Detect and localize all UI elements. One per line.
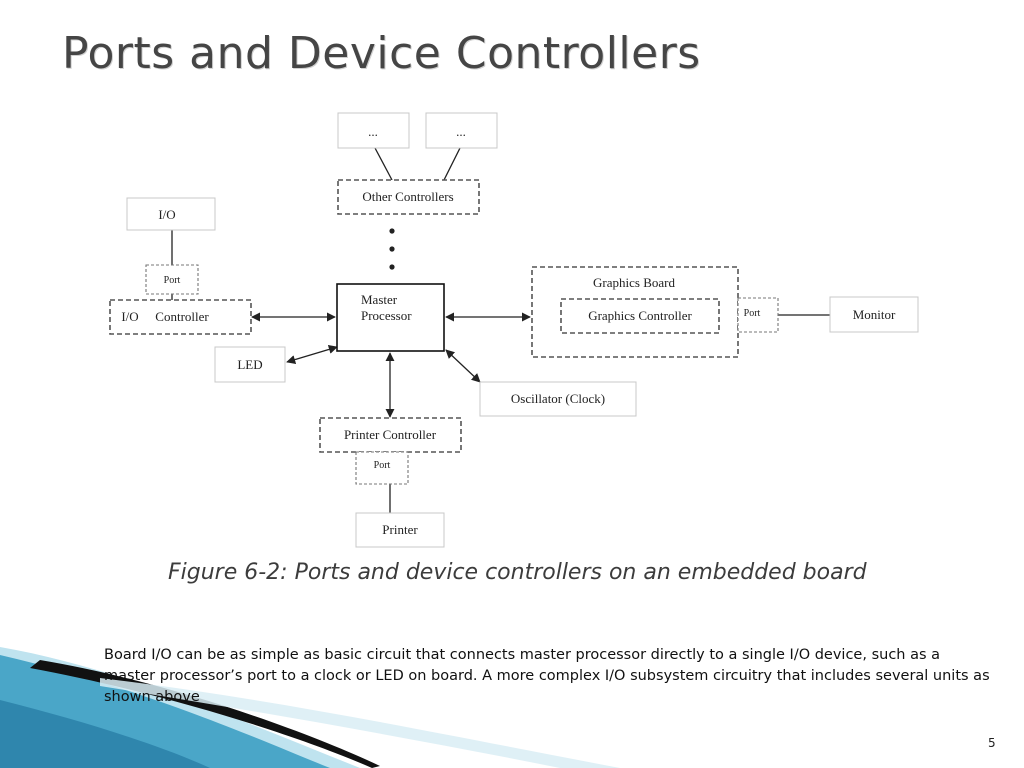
top-left-box: ... xyxy=(337,112,410,149)
arrow-master-oscillator xyxy=(445,349,481,383)
svg-text:...: ... xyxy=(456,124,466,139)
svg-text:...: ... xyxy=(368,124,378,139)
connectors xyxy=(171,147,830,513)
svg-text:Port: Port xyxy=(164,275,181,286)
oscillator-box: Oscillator (Clock) xyxy=(479,381,637,417)
port-bottom-box: Port xyxy=(355,451,409,485)
svg-text:I/O: I/O xyxy=(121,309,138,324)
body-text: Board I/O can be as simple as basic circ… xyxy=(104,647,990,705)
slide-title: Ports and Device Controllers xyxy=(62,28,701,79)
svg-text:I/O: I/O xyxy=(158,207,175,222)
port-left-box: Port xyxy=(145,264,199,295)
svg-text:LED: LED xyxy=(237,357,262,372)
io-device-box: I/O xyxy=(126,197,216,231)
ellipsis-dots xyxy=(389,228,395,270)
connector-top-right xyxy=(443,147,461,181)
other-controllers-box: Other Controllers xyxy=(337,179,480,215)
printer-box: Printer xyxy=(355,512,445,548)
svg-text:Port: Port xyxy=(374,460,391,471)
printer-controller-box: Printer Controller xyxy=(319,417,462,453)
connector-top-left xyxy=(374,147,393,181)
svg-text:Processor: Processor xyxy=(361,308,412,323)
led-box: LED xyxy=(214,346,286,383)
svg-text:Port: Port xyxy=(744,308,761,319)
arrow-led-master xyxy=(286,344,338,365)
svg-text:Oscillator (Clock): Oscillator (Clock) xyxy=(511,391,605,406)
svg-text:Printer Controller: Printer Controller xyxy=(344,427,437,442)
svg-text:Monitor: Monitor xyxy=(853,307,896,322)
svg-text:Master: Master xyxy=(361,292,398,307)
svg-text:Controller: Controller xyxy=(155,309,209,324)
figure-caption: Figure 6-2: Ports and device controllers… xyxy=(168,560,867,585)
master-processor-box: Master Processor xyxy=(336,283,445,352)
io-controller-box: I/O Controller xyxy=(109,299,252,335)
page-number: 5 xyxy=(988,736,996,750)
svg-text:Graphics Board: Graphics Board xyxy=(593,275,675,290)
decor-deep-band xyxy=(0,700,210,768)
port-right-box: Port xyxy=(737,297,779,333)
io-diagram: ... ... Other Controllers I/O Port I/O C… xyxy=(109,112,919,548)
graphics-controller-box: Graphics Controller xyxy=(560,298,720,334)
svg-text:Printer: Printer xyxy=(382,522,418,537)
top-right-box: ... xyxy=(425,112,498,149)
monitor-box: Monitor xyxy=(829,296,919,333)
svg-text:Other Controllers: Other Controllers xyxy=(362,189,453,204)
svg-text:Graphics Controller: Graphics Controller xyxy=(588,308,692,323)
